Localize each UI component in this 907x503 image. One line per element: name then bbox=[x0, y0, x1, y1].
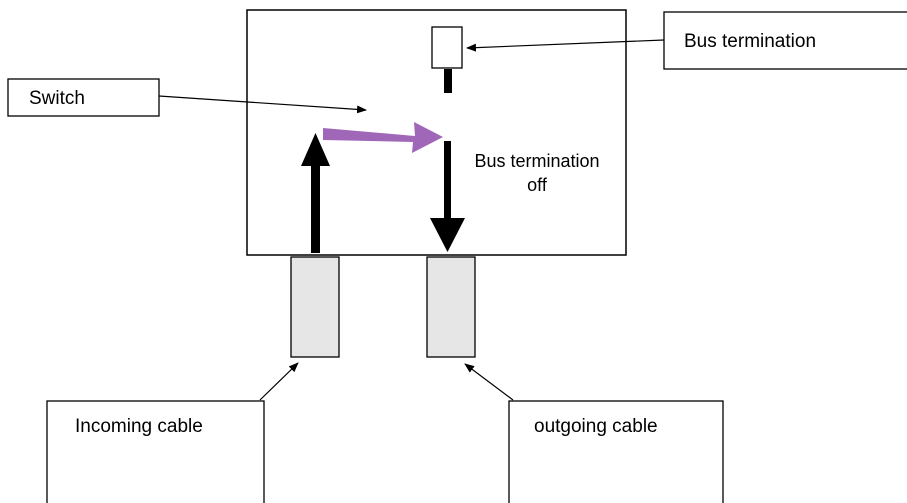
incoming-cable-label-box bbox=[46, 400, 265, 503]
switch-label: Switch bbox=[29, 88, 85, 109]
outgoing-cable-pointer bbox=[464, 363, 514, 401]
bus-termination-pointer bbox=[466, 39, 665, 52]
bus-termination-off-label-line1: Bus termination bbox=[474, 151, 599, 171]
incoming-cable-connector bbox=[290, 256, 340, 358]
switch-arrow bbox=[323, 122, 443, 153]
bus-termination-plug bbox=[431, 26, 463, 69]
outgoing-cable-label-box bbox=[508, 400, 724, 503]
incoming-cable-pointer bbox=[259, 362, 299, 401]
switch-label-box bbox=[7, 78, 160, 117]
switch-pointer bbox=[158, 95, 367, 114]
incoming-cable-label: Incoming cable bbox=[75, 416, 203, 437]
bus-termination-off-label-line2: off bbox=[527, 175, 548, 195]
incoming-signal-arrow bbox=[301, 133, 330, 253]
bus-termination-label: Bus termination bbox=[684, 31, 816, 52]
outgoing-cable-connector bbox=[426, 256, 476, 358]
bus-termination-pin bbox=[444, 69, 452, 93]
outgoing-cable-label: outgoing cable bbox=[534, 416, 658, 437]
bus-termination-label-box bbox=[663, 11, 907, 70]
outgoing-signal-arrow bbox=[430, 141, 465, 252]
